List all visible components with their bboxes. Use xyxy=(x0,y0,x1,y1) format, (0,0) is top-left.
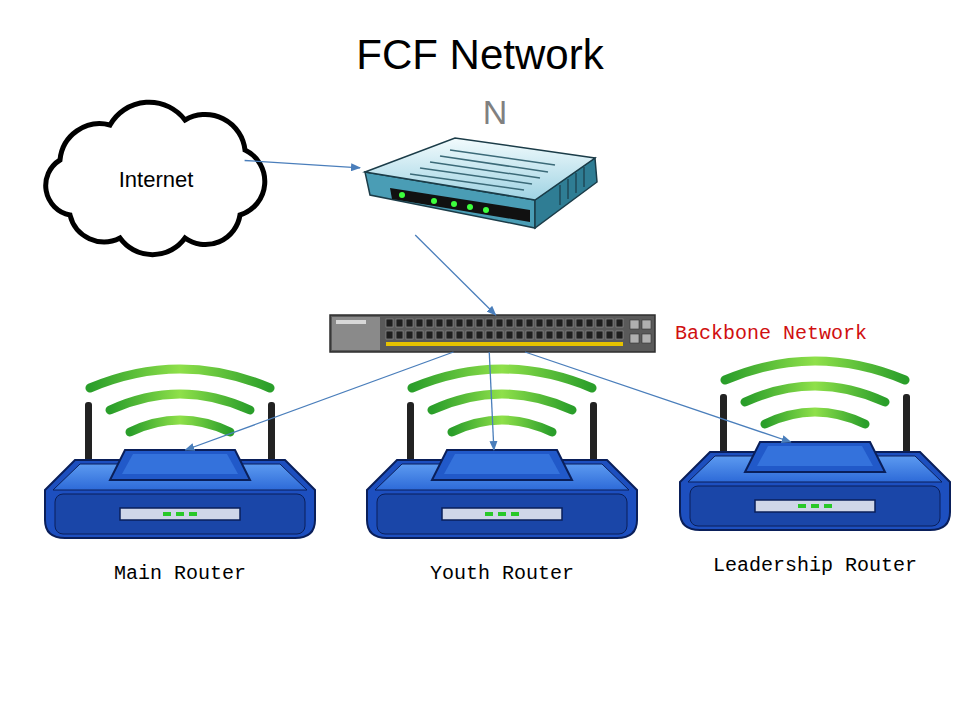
router-node: Main Router xyxy=(45,450,315,540)
device-label: N xyxy=(483,94,508,130)
router-icon xyxy=(367,369,637,538)
connector-arrow xyxy=(489,352,494,450)
router-icon xyxy=(45,369,315,538)
connector-arrow xyxy=(525,352,791,442)
connector-arrow xyxy=(415,235,496,315)
connector-arrow xyxy=(245,161,360,168)
device-label: Youth Router xyxy=(430,562,574,586)
switch-node: Backbone Network xyxy=(330,315,655,352)
device-label: Main Router xyxy=(114,562,246,586)
router-node: Youth Router xyxy=(367,450,637,540)
modem-node: N xyxy=(360,130,600,235)
router-node: Leadership Router xyxy=(680,442,950,532)
modem-icon xyxy=(365,138,597,228)
device-label: Leadership Router xyxy=(713,554,917,578)
cloud-label: Internet xyxy=(119,167,194,193)
device-label: Backbone Network xyxy=(675,322,867,346)
switch-icon xyxy=(330,315,655,352)
internet-cloud xyxy=(46,102,265,254)
cloud-node: Internet xyxy=(40,115,260,245)
connector-arrow xyxy=(185,352,453,450)
router-icon xyxy=(680,361,950,530)
diagram-title: FCF Network xyxy=(0,30,960,80)
